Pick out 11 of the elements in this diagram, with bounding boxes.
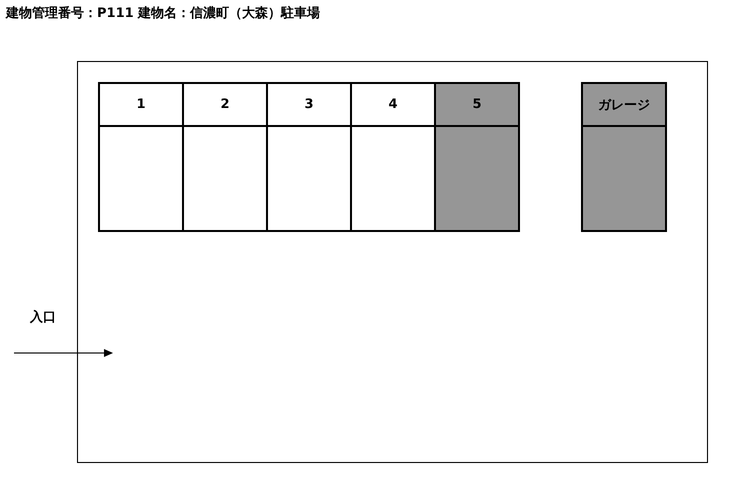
parking-space [266, 82, 352, 232]
space-number: 5 [436, 84, 518, 127]
parking-lot-outline [77, 61, 708, 463]
parking-space [350, 82, 436, 232]
garage-bay [581, 82, 667, 232]
parking-space [434, 82, 520, 232]
page-title: 建物管理番号：P111 建物名：信濃町（大森）駐車場 [6, 4, 320, 22]
parking-space [182, 82, 268, 232]
parking-space [98, 82, 184, 232]
space-number: ガレージ [583, 84, 665, 127]
entrance-label: 入口 [30, 308, 56, 326]
